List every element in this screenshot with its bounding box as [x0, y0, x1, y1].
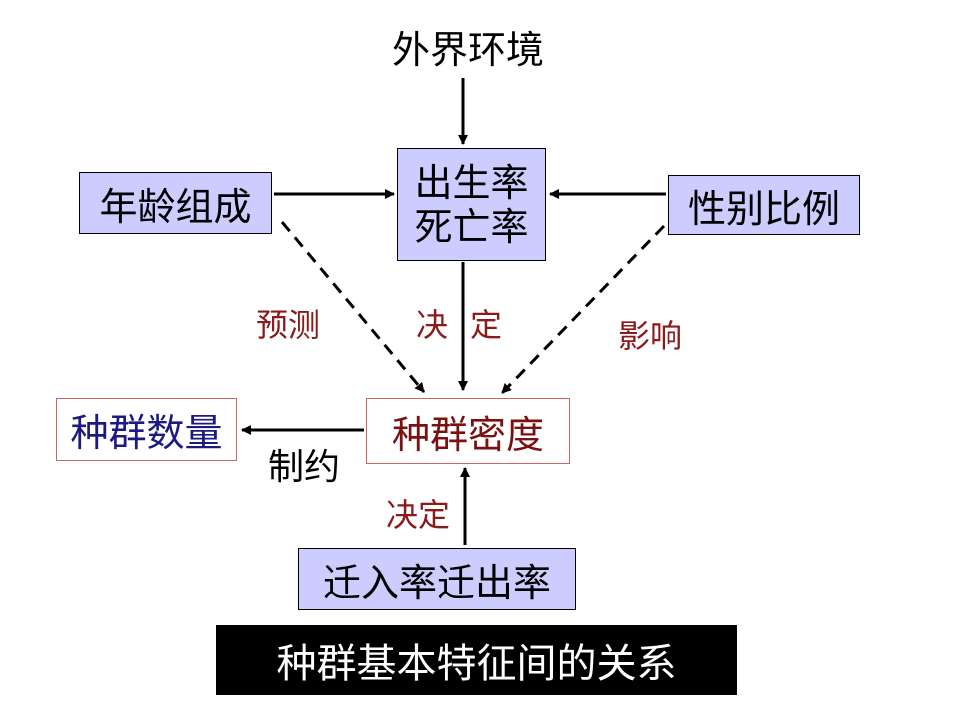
sex-ratio-node: 性别比例	[668, 175, 860, 235]
diagram-title-text: 种群基本特征间的关系	[276, 641, 677, 687]
death-rate-text: 死亡率	[414, 204, 529, 249]
population-count-node: 种群数量	[56, 398, 237, 461]
predict-label: 预测	[256, 306, 321, 344]
sex-ratio-text: 性别比例	[687, 186, 840, 231]
population-density-text: 种群密度	[391, 412, 544, 457]
decide-label-bottom: 决定	[386, 496, 451, 534]
migration-rates-node: 迁入率迁出率	[298, 548, 576, 610]
arrow-age-to-density-dashed	[280, 221, 426, 393]
environment-text: 外界环境	[391, 27, 544, 72]
constrain-label: 制约	[268, 447, 341, 488]
influence-label: 影响	[618, 317, 683, 355]
population-count-text: 种群数量	[70, 411, 223, 455]
environment-node: 外界环境	[368, 18, 568, 74]
decide-label-top: 决定	[416, 306, 525, 344]
diagram-title: 种群基本特征间的关系	[216, 625, 737, 695]
birth-death-rate-node: 出生率 死亡率	[397, 148, 546, 261]
migration-rates-text: 迁入率迁出率	[322, 560, 551, 605]
age-structure-node: 年龄组成	[79, 172, 272, 234]
birth-rate-text: 出生率	[414, 160, 529, 205]
age-structure-text: 年龄组成	[99, 184, 252, 229]
population-density-node: 种群密度	[366, 398, 570, 464]
